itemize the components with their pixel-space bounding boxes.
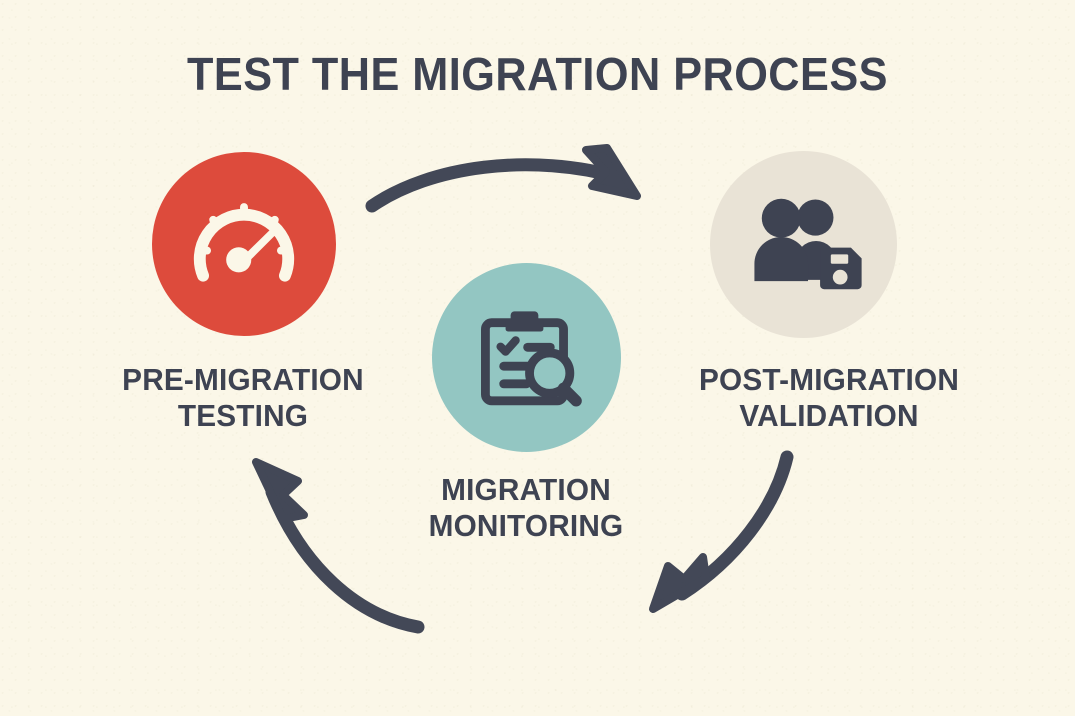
node-label-line-2: TESTING xyxy=(177,398,309,433)
node-label-line-2: MONITORING xyxy=(428,508,624,543)
node-icon-pre-migration-testing[interactable] xyxy=(152,152,336,336)
curved-arrow-right-icon xyxy=(365,144,641,213)
page-title: TEST THE MIGRATION PROCESS xyxy=(187,48,888,100)
clipboard-checklist-magnifier-icon xyxy=(480,310,582,407)
node-icon-post-migration-validation[interactable] xyxy=(710,151,897,338)
curved-arrow-down-left-icon xyxy=(649,450,794,613)
node-label-line-1: POST-MIGRATION xyxy=(698,362,960,397)
node-label-migration-monitoring: MIGRATION MONITORING xyxy=(387,472,665,544)
node-label-post-migration-validation: POST-MIGRATION VALIDATION xyxy=(642,362,1016,434)
node-icon-migration-monitoring[interactable] xyxy=(432,263,621,452)
node-label-line-1: MIGRATION xyxy=(441,472,611,507)
node-label-line-1: PRE-MIGRATION xyxy=(122,362,364,397)
node-label-pre-migration-testing: PRE-MIGRATION TESTING xyxy=(56,362,430,434)
users-with-save-disk-icon xyxy=(753,198,862,289)
speedometer-gauge-icon xyxy=(193,203,295,282)
node-label-line-2: VALIDATION xyxy=(739,398,919,433)
